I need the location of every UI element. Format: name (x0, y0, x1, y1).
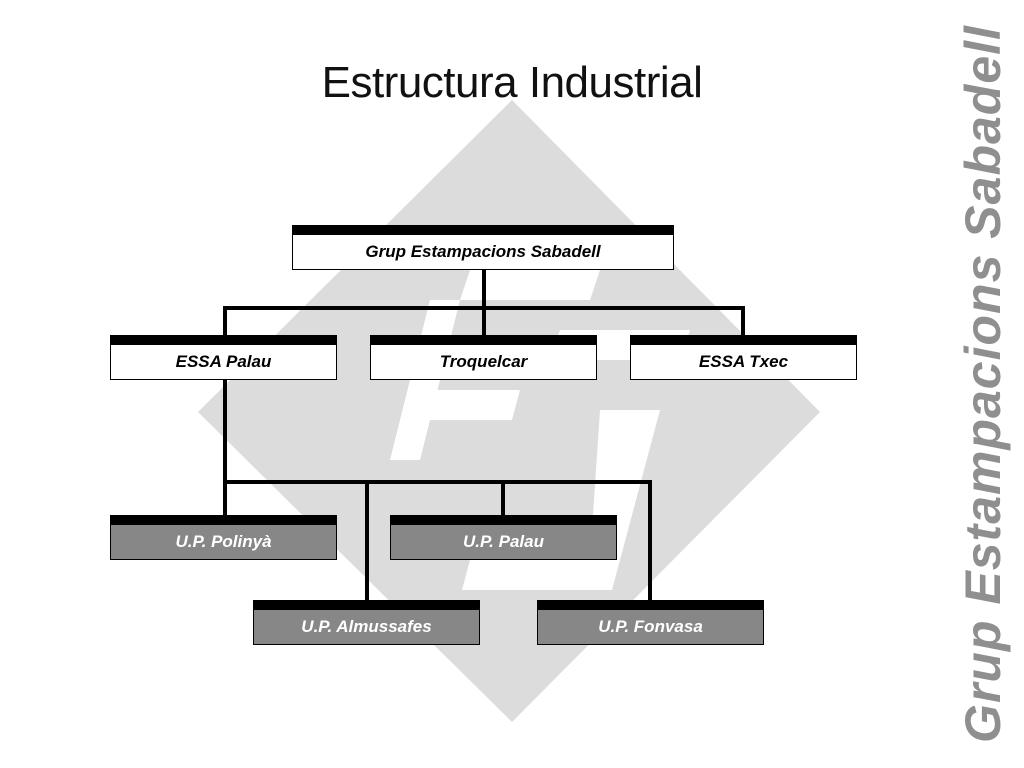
org-box-troquelcar: Troquelcar (370, 335, 597, 380)
org-box-up-polinya: U.P. Polinyà (110, 515, 337, 560)
org-box-up-almussafes: U.P. Almussafes (253, 600, 480, 645)
connector-lines (223, 270, 745, 600)
org-box-essa-palau: ESSA Palau (110, 335, 337, 380)
watermark-letter-g (390, 270, 600, 460)
side-brand-text: Grup Estampacions Sabadell (955, 25, 1011, 743)
page-title: Estructura Industrial (321, 58, 703, 107)
org-box-root: Grup Estampacions Sabadell (292, 225, 674, 270)
org-box-up-fonvasa: U.P. Fonvasa (537, 600, 764, 645)
org-box-essa-txec: ESSA Txec (630, 335, 857, 380)
org-box-up-palau: U.P. Palau (390, 515, 617, 560)
